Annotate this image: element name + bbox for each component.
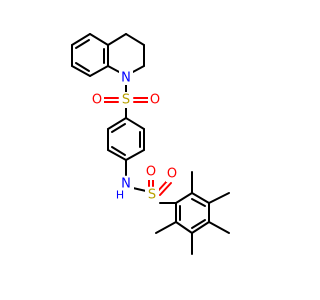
bond — [107, 65, 122, 74]
bond — [125, 33, 145, 46]
atom-label-s: S — [148, 188, 156, 203]
atom-s-top: S — [119, 92, 133, 108]
atom-o-top-left: O — [91, 92, 104, 108]
atom-label-o: O — [92, 93, 102, 108]
bond — [125, 117, 145, 130]
bond — [107, 117, 127, 130]
atom-label-s: S — [122, 93, 130, 108]
bond — [159, 182, 172, 196]
atom-o-bottom-left: O — [145, 165, 158, 180]
bond — [89, 33, 109, 46]
bond — [191, 219, 206, 229]
molecule-diagram: N S O O N H S O O — [71, 33, 230, 255]
atom-o-top-right: O — [148, 92, 161, 108]
bond-layer — [71, 33, 230, 255]
bond — [89, 65, 109, 77]
atom-label-h: H — [116, 189, 124, 202]
atom-label-o: O — [150, 93, 160, 108]
bond — [107, 149, 127, 161]
atom-label-o: O — [146, 165, 156, 180]
atom-n-ring: N — [119, 70, 133, 86]
bond — [208, 192, 230, 204]
bond — [111, 146, 126, 156]
bond — [125, 149, 145, 161]
atom-label-o: O — [167, 167, 177, 182]
bond — [111, 123, 126, 133]
bond — [71, 65, 91, 77]
bond — [107, 33, 127, 46]
atom-o-bottom-right: O — [166, 167, 179, 182]
atom-s-bottom: S — [145, 187, 159, 203]
bond — [191, 192, 210, 204]
bond — [191, 198, 206, 207]
bond — [175, 221, 193, 234]
bond — [75, 39, 90, 49]
bond — [132, 187, 147, 192]
bond — [71, 33, 91, 46]
bond — [130, 65, 145, 74]
bond — [191, 221, 210, 234]
bond — [155, 221, 177, 234]
bond — [208, 221, 230, 234]
atom-label-layer: N S O O N H S O O — [91, 70, 179, 203]
atom-label-n: N — [121, 71, 131, 86]
atom-label-n: N — [121, 177, 131, 192]
bond — [75, 62, 90, 72]
bond — [175, 192, 193, 204]
atom-nh: N H — [114, 176, 134, 202]
